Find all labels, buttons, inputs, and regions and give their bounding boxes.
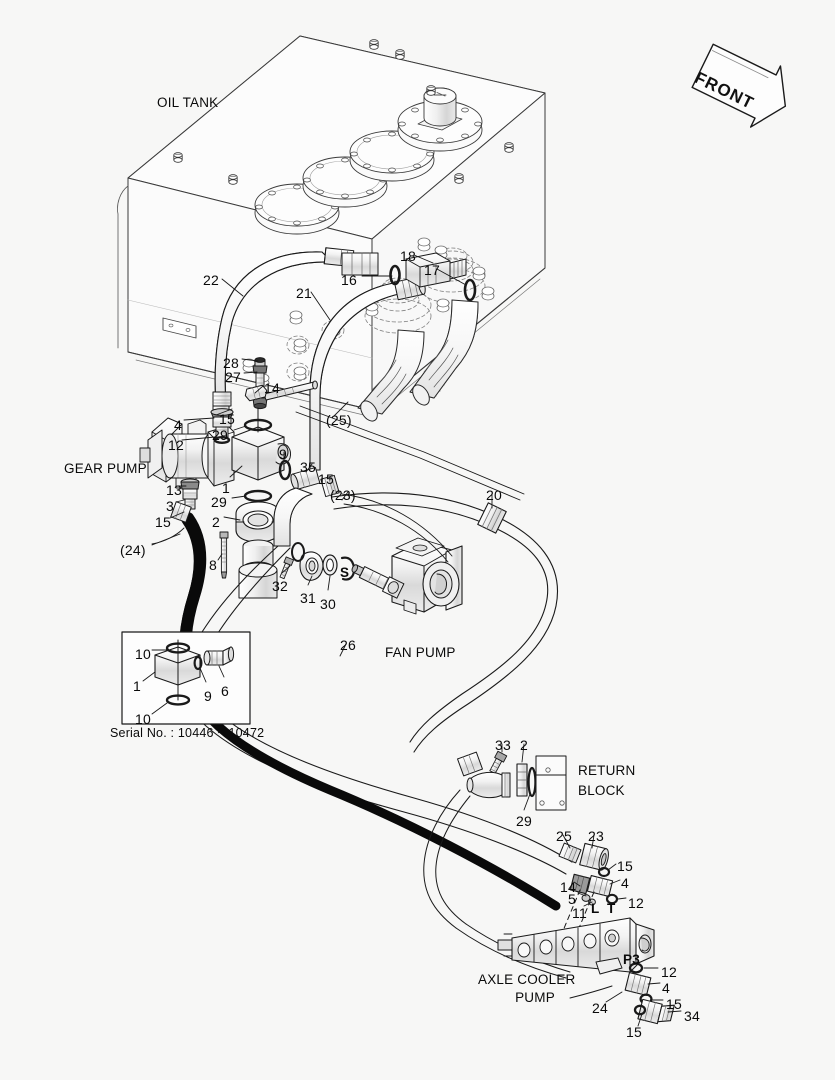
elbow-stack-35 — [273, 459, 340, 547]
callout-c17: 17 — [424, 262, 440, 278]
callout-c31: 31 — [300, 590, 316, 606]
hose-20 — [331, 492, 558, 777]
callout-c10a: 10 — [135, 646, 151, 662]
label-serial-note: Serial No. : 10446 ~ 10472 — [110, 726, 265, 740]
callout-c2b: 2 — [520, 737, 528, 753]
callout-c3: 3 — [166, 498, 174, 514]
label-axle-cooler-pump-line2: PUMP — [515, 990, 555, 1005]
gear-pump-body — [139, 417, 235, 489]
callout-c34: 34 — [684, 1008, 700, 1024]
callout-c4a: 4 — [174, 417, 182, 433]
callout-c25b: 25 — [556, 828, 572, 844]
label-return-block-line1: RETURN — [578, 763, 636, 778]
label-oil-tank: OIL TANK — [157, 95, 219, 110]
hose-26 — [182, 545, 573, 875]
front-arrow — [691, 43, 787, 128]
serial-detail-box — [121, 631, 251, 725]
label-port-l: L — [591, 901, 600, 916]
callout-c20: 20 — [486, 487, 502, 503]
label-fan-pump: FAN PUMP — [385, 645, 456, 660]
label-port-p3: P3 — [623, 952, 640, 967]
callout-c15b: 15 — [318, 471, 334, 487]
callout-c26: 26 — [340, 637, 356, 653]
oil-tank-body — [117, 35, 546, 418]
manifold-block-1 — [219, 407, 291, 599]
callout-c28: 28 — [223, 355, 239, 371]
axle-cooler-pump-body — [497, 917, 655, 975]
callout-c24b: 24 — [592, 1000, 608, 1016]
callout-c14a: 14 — [264, 380, 280, 396]
fitting-cluster-top — [341, 252, 477, 302]
callout-c14b: 14 — [560, 879, 576, 895]
hose-21 — [309, 276, 426, 471]
fitting-30-31-32 — [279, 542, 373, 581]
callout-c23b: 23 — [588, 828, 604, 844]
callout-c33: 33 — [495, 737, 511, 753]
callout-c11: 11 — [572, 905, 587, 921]
label-return-block-line2: BLOCK — [578, 783, 625, 798]
fitting-4-12 — [210, 391, 234, 444]
callout-c15c: 15 — [155, 514, 171, 530]
callout-c1b: 1 — [133, 678, 141, 694]
callout-c16: 16 — [341, 272, 357, 288]
callout-c15f: 15 — [626, 1024, 642, 1040]
callout-c29b: 29 — [211, 494, 227, 510]
callout-c5: 5 — [568, 891, 576, 907]
callout-c13: 13 — [166, 482, 182, 498]
callout-c25: (25) — [326, 412, 352, 428]
fitting-stack-28-27-14 — [244, 357, 318, 410]
callout-c23: (23) — [330, 487, 356, 503]
fitting-group-axle-top — [558, 842, 619, 941]
callout-c27: 27 — [225, 369, 241, 385]
callout-c4b: 4 — [621, 875, 629, 891]
label-port-s: S — [340, 565, 350, 580]
callout-c22: 22 — [203, 272, 219, 288]
callout-c12b: 12 — [628, 895, 644, 911]
pipe-25 — [295, 405, 525, 501]
label-port-t: T — [607, 901, 616, 916]
label-axle-cooler-pump-line1: AXLE COOLER — [478, 972, 576, 987]
callout-c12a: 12 — [168, 437, 184, 453]
callout-c29c: 29 — [516, 813, 532, 829]
callout-c10b: 10 — [135, 711, 151, 727]
callout-c15a: 15 — [219, 411, 235, 427]
callout-c1: 1 — [222, 480, 230, 496]
callout-c4c: 4 — [662, 980, 670, 996]
fitting-group-axle-bottom — [569, 962, 675, 1025]
fan-pump-body — [351, 537, 463, 615]
callout-c8: 8 — [209, 557, 217, 573]
callout-c12c: 12 — [661, 964, 677, 980]
callout-c15e: 15 — [666, 996, 682, 1012]
pipe-23 — [341, 493, 453, 563]
callout-c35: 35 — [300, 459, 316, 475]
label-gear-pump: GEAR PUMP — [64, 461, 147, 476]
tank-top-covers — [254, 87, 483, 235]
callout-c2a: 2 — [212, 514, 220, 530]
callout-c18: 18 — [400, 248, 416, 264]
suction-hose-right — [409, 299, 479, 406]
callout-c21: 21 — [296, 285, 312, 301]
callout-c9b: 9 — [204, 688, 212, 704]
return-block — [466, 750, 567, 811]
callout-c24a: (24) — [120, 542, 146, 558]
callout-c15d: 15 — [617, 858, 633, 874]
callout-c32: 32 — [272, 578, 288, 594]
callout-c29a: 29 — [212, 427, 228, 443]
callout-leaders — [142, 254, 682, 1027]
callout-c6: 6 — [221, 683, 229, 699]
callout-c9: 9 — [279, 446, 287, 462]
suction-hose-left — [357, 329, 425, 422]
callout-c30: 30 — [320, 596, 336, 612]
